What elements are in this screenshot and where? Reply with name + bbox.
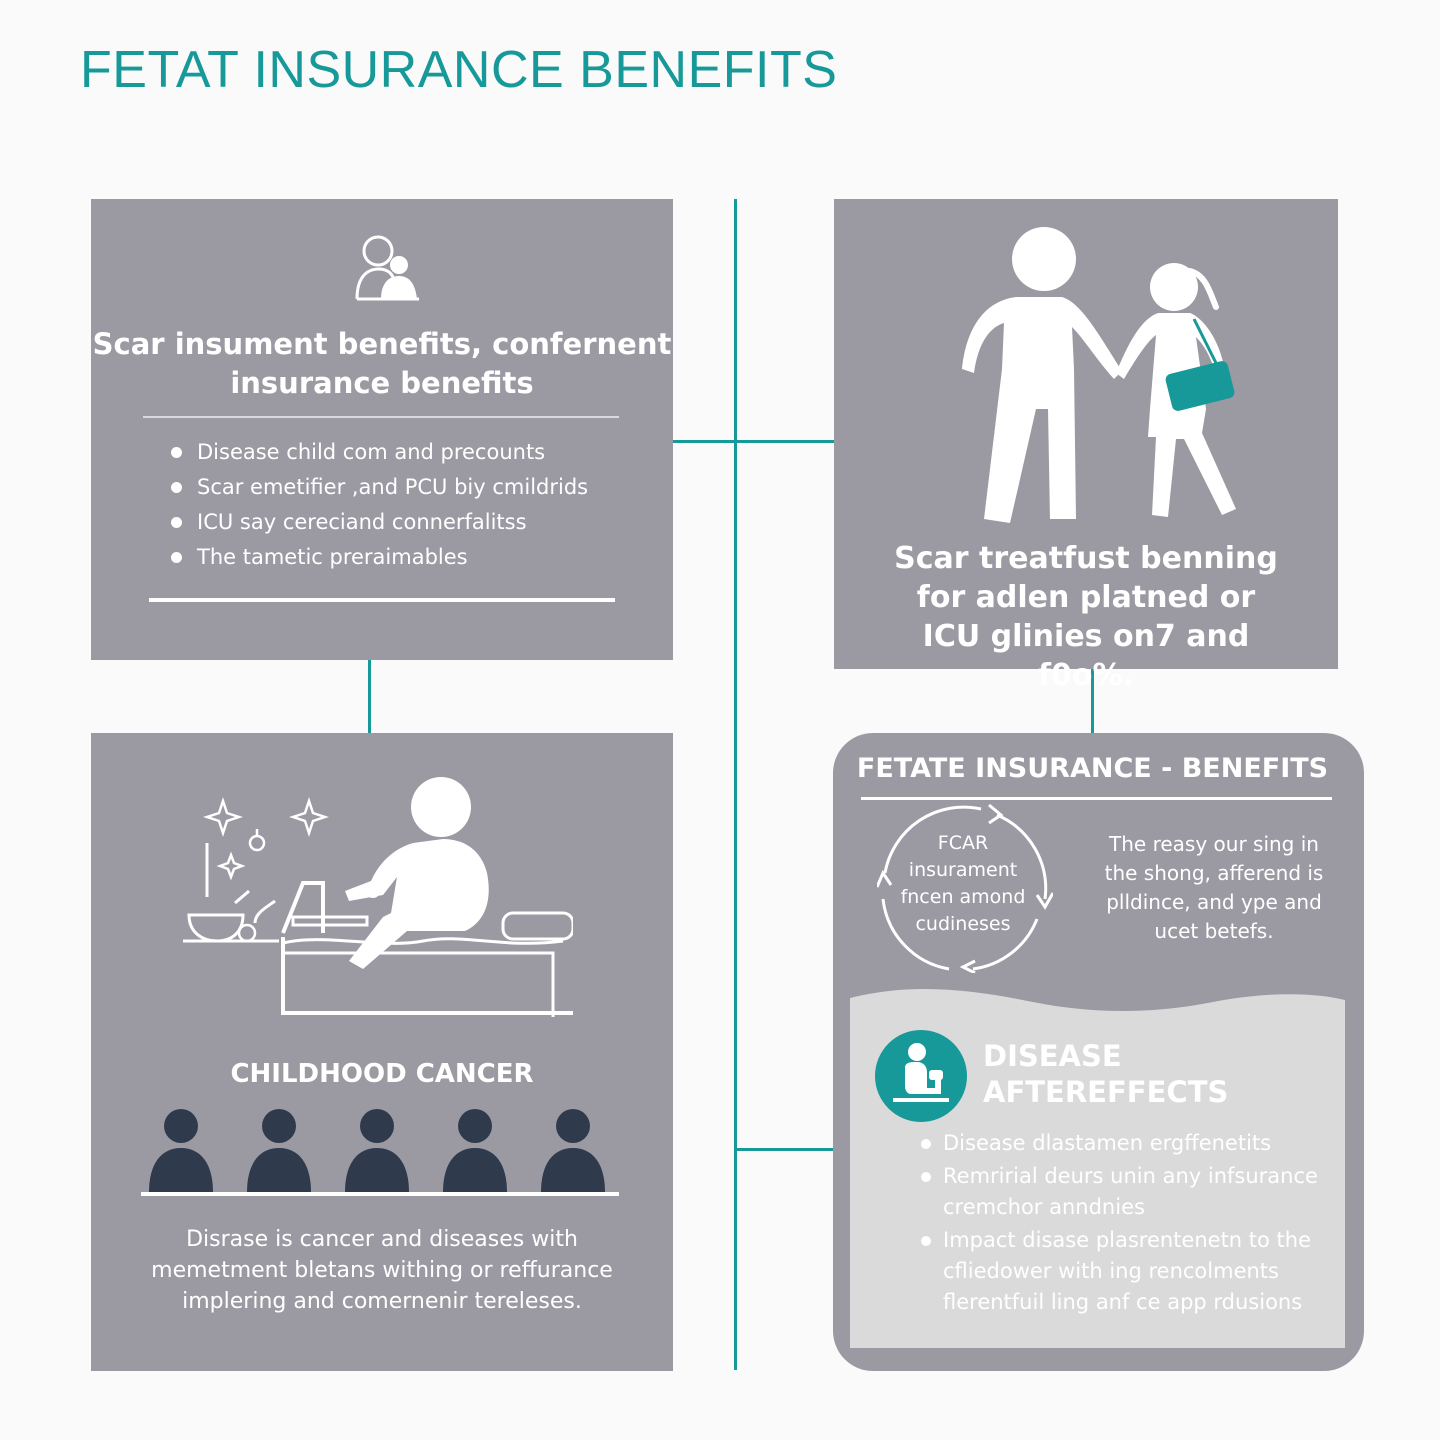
connector-line-left-vertical xyxy=(368,660,371,733)
patient-treatment-icon xyxy=(183,777,573,1017)
panel-insurance-benefits: Scar insument benefits, confernent insur… xyxy=(91,199,673,660)
panel-treatment-benefits: Scar treatfust benning for adlen platned… xyxy=(834,199,1338,693)
adult-and-child-holding-hands-icon xyxy=(962,227,1236,523)
cycle-text: FCAR insurament fncen amond cudineses xyxy=(900,832,1026,935)
childhood-cancer-heading: CHILDHOOD CANCER xyxy=(230,1059,534,1089)
insurance-benefits-heading: Scar insument benefits, confernent insur… xyxy=(92,327,672,400)
list-item: Disease child com and precounts xyxy=(169,435,588,470)
people-row xyxy=(149,1109,605,1192)
childhood-cancer-description: Disrase is cancer and diseases with meme… xyxy=(151,1227,613,1314)
aftereffects-list: Disease dlastamen ergffenetits Remririal… xyxy=(917,1128,1337,1320)
aftereffects-background xyxy=(850,989,1345,1348)
parent-child-icon xyxy=(355,235,419,301)
list-item: Scar emetifier ,and PCU biy cmildrids xyxy=(169,470,588,505)
person-icon xyxy=(541,1109,605,1192)
fetate-divider xyxy=(861,797,1332,800)
people-divider xyxy=(141,1192,619,1196)
benefits-list: Disease child com and precounts Scar eme… xyxy=(169,435,588,575)
aftereffects-title-line1: DISEASE xyxy=(983,1039,1122,1073)
list-item: ICU say cereciand connerfalitss xyxy=(169,505,588,540)
connector-line-right-vertical xyxy=(1091,669,1094,733)
fetate-paragraph: The reasy our sing in the shong, afferen… xyxy=(1104,832,1324,943)
list-item: Remririal deurs unin any infsurance crem… xyxy=(917,1161,1337,1223)
person-icon xyxy=(149,1109,213,1192)
person-icon xyxy=(443,1109,507,1192)
list-item: The tametic preraimables xyxy=(169,540,588,575)
panel-childhood-cancer: CHILDHOOD CANCER Disrase is cancer and d… xyxy=(91,733,673,1371)
child-care-icon xyxy=(875,1030,967,1122)
person-icon xyxy=(345,1109,409,1192)
list-divider xyxy=(149,598,615,602)
page-title: FETAT INSURANCE BENEFITS xyxy=(80,41,838,99)
connector-line-top-horizontal xyxy=(673,440,834,443)
heading-divider xyxy=(143,416,619,418)
cycle-arrows-icon xyxy=(877,803,1053,973)
treatment-benefits-text: Scar treatfust benning for adlen platned… xyxy=(894,541,1278,693)
aftereffects-title: DISEASE AFTEREFFECTS xyxy=(983,1038,1228,1110)
panel-fetate-insurance: FETATE INSURANCE - BENEFITS FCAR insuram… xyxy=(833,733,1364,1371)
aftereffects-title-line2: AFTEREFFECTS xyxy=(983,1075,1229,1109)
connector-line-bottom-horizontal xyxy=(737,1148,833,1151)
fetate-insurance-heading: FETATE INSURANCE - BENEFITS xyxy=(856,753,1329,784)
list-item: Impact disase plasrentenetn to the cflie… xyxy=(917,1225,1337,1318)
person-icon xyxy=(247,1109,311,1192)
connector-line-vertical-center xyxy=(734,199,737,1370)
list-item: Disease dlastamen ergffenetits xyxy=(917,1128,1337,1159)
